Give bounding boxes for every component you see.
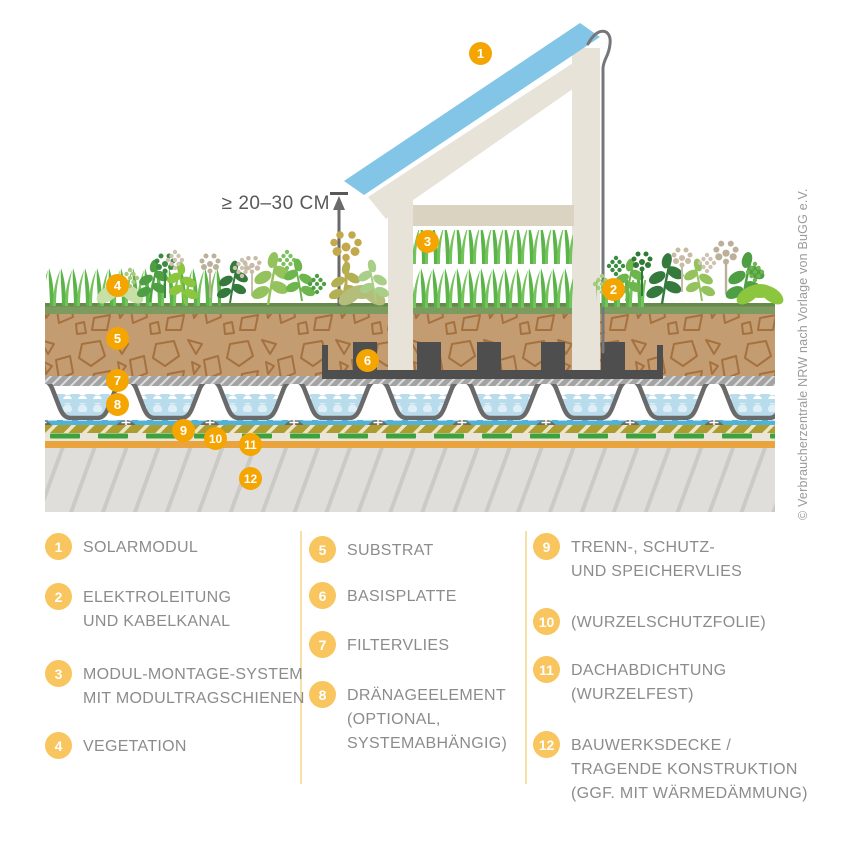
legend-label-6: BASISPLATTE xyxy=(347,588,457,605)
legend-badge-10: 10 xyxy=(533,608,560,635)
legend-badge-5: 5 xyxy=(309,536,336,563)
legend-badge-8: 8 xyxy=(309,681,336,708)
legend-label-4: VEGETATION xyxy=(83,738,187,755)
legend-item-trennvlies: 9 TRENN-, SCHUTZ- UND SPEICHERVLIES xyxy=(533,533,742,584)
legend-item-wurzelschutzfolie: 10 (WURZELSCHUTZFOLIE) xyxy=(533,608,766,635)
legend-label-7: FILTERVLIES xyxy=(347,637,450,654)
legend-label-8: DRÄNAGEELEMENT (OPTIONAL, SYSTEMABHÄNGIG… xyxy=(347,687,508,752)
legend-badge-6: 6 xyxy=(309,582,336,609)
legend-label-10: (WURZELSCHUTZFOLIE) xyxy=(571,614,767,631)
copyright-credit: © Verbraucherzentrale NRW nach Vorlage v… xyxy=(796,188,810,520)
clearance-measurement: ≥ 20–30 CM xyxy=(222,192,348,306)
legend-item-montagesystem: 3 MODUL-MONTAGE-SYSTEM MIT MODULTRAGSCHI… xyxy=(45,660,305,711)
base-plates xyxy=(322,342,663,379)
diagram-badge-7: 7 xyxy=(106,369,129,392)
layer-structural-deck xyxy=(45,448,775,512)
legend-item-bauwerksdecke: 12 BAUWERKSDECKE / TRAGENDE KONSTRUKTION… xyxy=(533,731,808,806)
electric-cable xyxy=(586,29,612,354)
diagram-badge-12: 12 xyxy=(239,467,262,490)
diagram-badge-8: 8 xyxy=(106,393,129,416)
legend-item-solarmodul: 1 SOLARMODUL xyxy=(45,533,198,560)
legend-label-9: TRENN-, SCHUTZ- UND SPEICHERVLIES xyxy=(571,539,743,580)
legend-badge-2: 2 xyxy=(45,583,72,610)
diagram-badge-6: 6 xyxy=(356,349,379,372)
legend-label-12: BAUWERKSDECKE / TRAGENDE KONSTRUKTION (G… xyxy=(571,737,808,802)
legend-item-basisplatte: 6 BASISPLATTE xyxy=(309,582,457,609)
clearance-measurement-label: ≥ 20–30 CM xyxy=(222,193,330,214)
legend-item-elektroleitung: 2 ELEKTROLEITUNG UND KABELKANAL xyxy=(45,583,231,634)
legend-badge-1: 1 xyxy=(45,533,72,560)
legend-label-1: SOLARMODUL xyxy=(83,539,199,556)
layer-roof-membrane xyxy=(45,441,775,448)
legend-badge-7: 7 xyxy=(309,631,336,658)
legend-badge-9: 9 xyxy=(533,533,560,560)
legend-item-substrat: 5 SUBSTRAT xyxy=(309,536,434,563)
legend-badge-12: 12 xyxy=(533,731,560,758)
legend-label-3: MODUL-MONTAGE-SYSTEM MIT MODULTRAGSCHIEN… xyxy=(83,666,305,707)
legend-badge-4: 4 xyxy=(45,732,72,759)
module-mounting-frame xyxy=(368,48,600,370)
diagram-badge-10: 10 xyxy=(204,427,227,450)
layer-protection-fleece xyxy=(45,425,775,433)
legend-badge-3: 3 xyxy=(45,660,72,687)
diagram-badge-1: 1 xyxy=(469,42,492,65)
layer-filter-fleece xyxy=(45,376,775,386)
diagram-badge-5: 5 xyxy=(106,327,129,350)
diagram-badge-11: 11 xyxy=(239,433,262,456)
diagram-badge-2: 2 xyxy=(602,278,625,301)
legend-divider-2 xyxy=(525,531,527,784)
solar-module xyxy=(344,23,600,195)
legend-item-vegetation: 4 VEGETATION xyxy=(45,732,187,759)
diagram-badge-3: 3 xyxy=(416,230,439,253)
layer-drainage xyxy=(45,384,775,426)
diagram-badge-9: 9 xyxy=(172,419,195,442)
legend-label-11: DACHABDICHTUNG (WURZELFEST) xyxy=(571,662,727,703)
arrow-up-icon xyxy=(333,196,345,210)
legend-label-2: ELEKTROLEITUNG UND KABELKANAL xyxy=(83,589,232,630)
legend-item-filtervlies: 7 FILTERVLIES xyxy=(309,631,449,658)
legend-badge-11: 11 xyxy=(533,656,560,683)
legend-divider-1 xyxy=(300,531,302,784)
legend-item-draenageelement: 8 DRÄNAGEELEMENT (OPTIONAL, SYSTEMABHÄNG… xyxy=(309,681,507,756)
diagram-badge-4: 4 xyxy=(106,274,129,297)
layer-root-barrier xyxy=(45,433,775,441)
legend-item-dachabdichtung: 11 DACHABDICHTUNG (WURZELFEST) xyxy=(533,656,726,707)
vegetation xyxy=(46,229,787,310)
green-roof-cross-section: ≥ 20–30 CM xyxy=(45,23,787,512)
legend-label-5: SUBSTRAT xyxy=(347,542,434,559)
